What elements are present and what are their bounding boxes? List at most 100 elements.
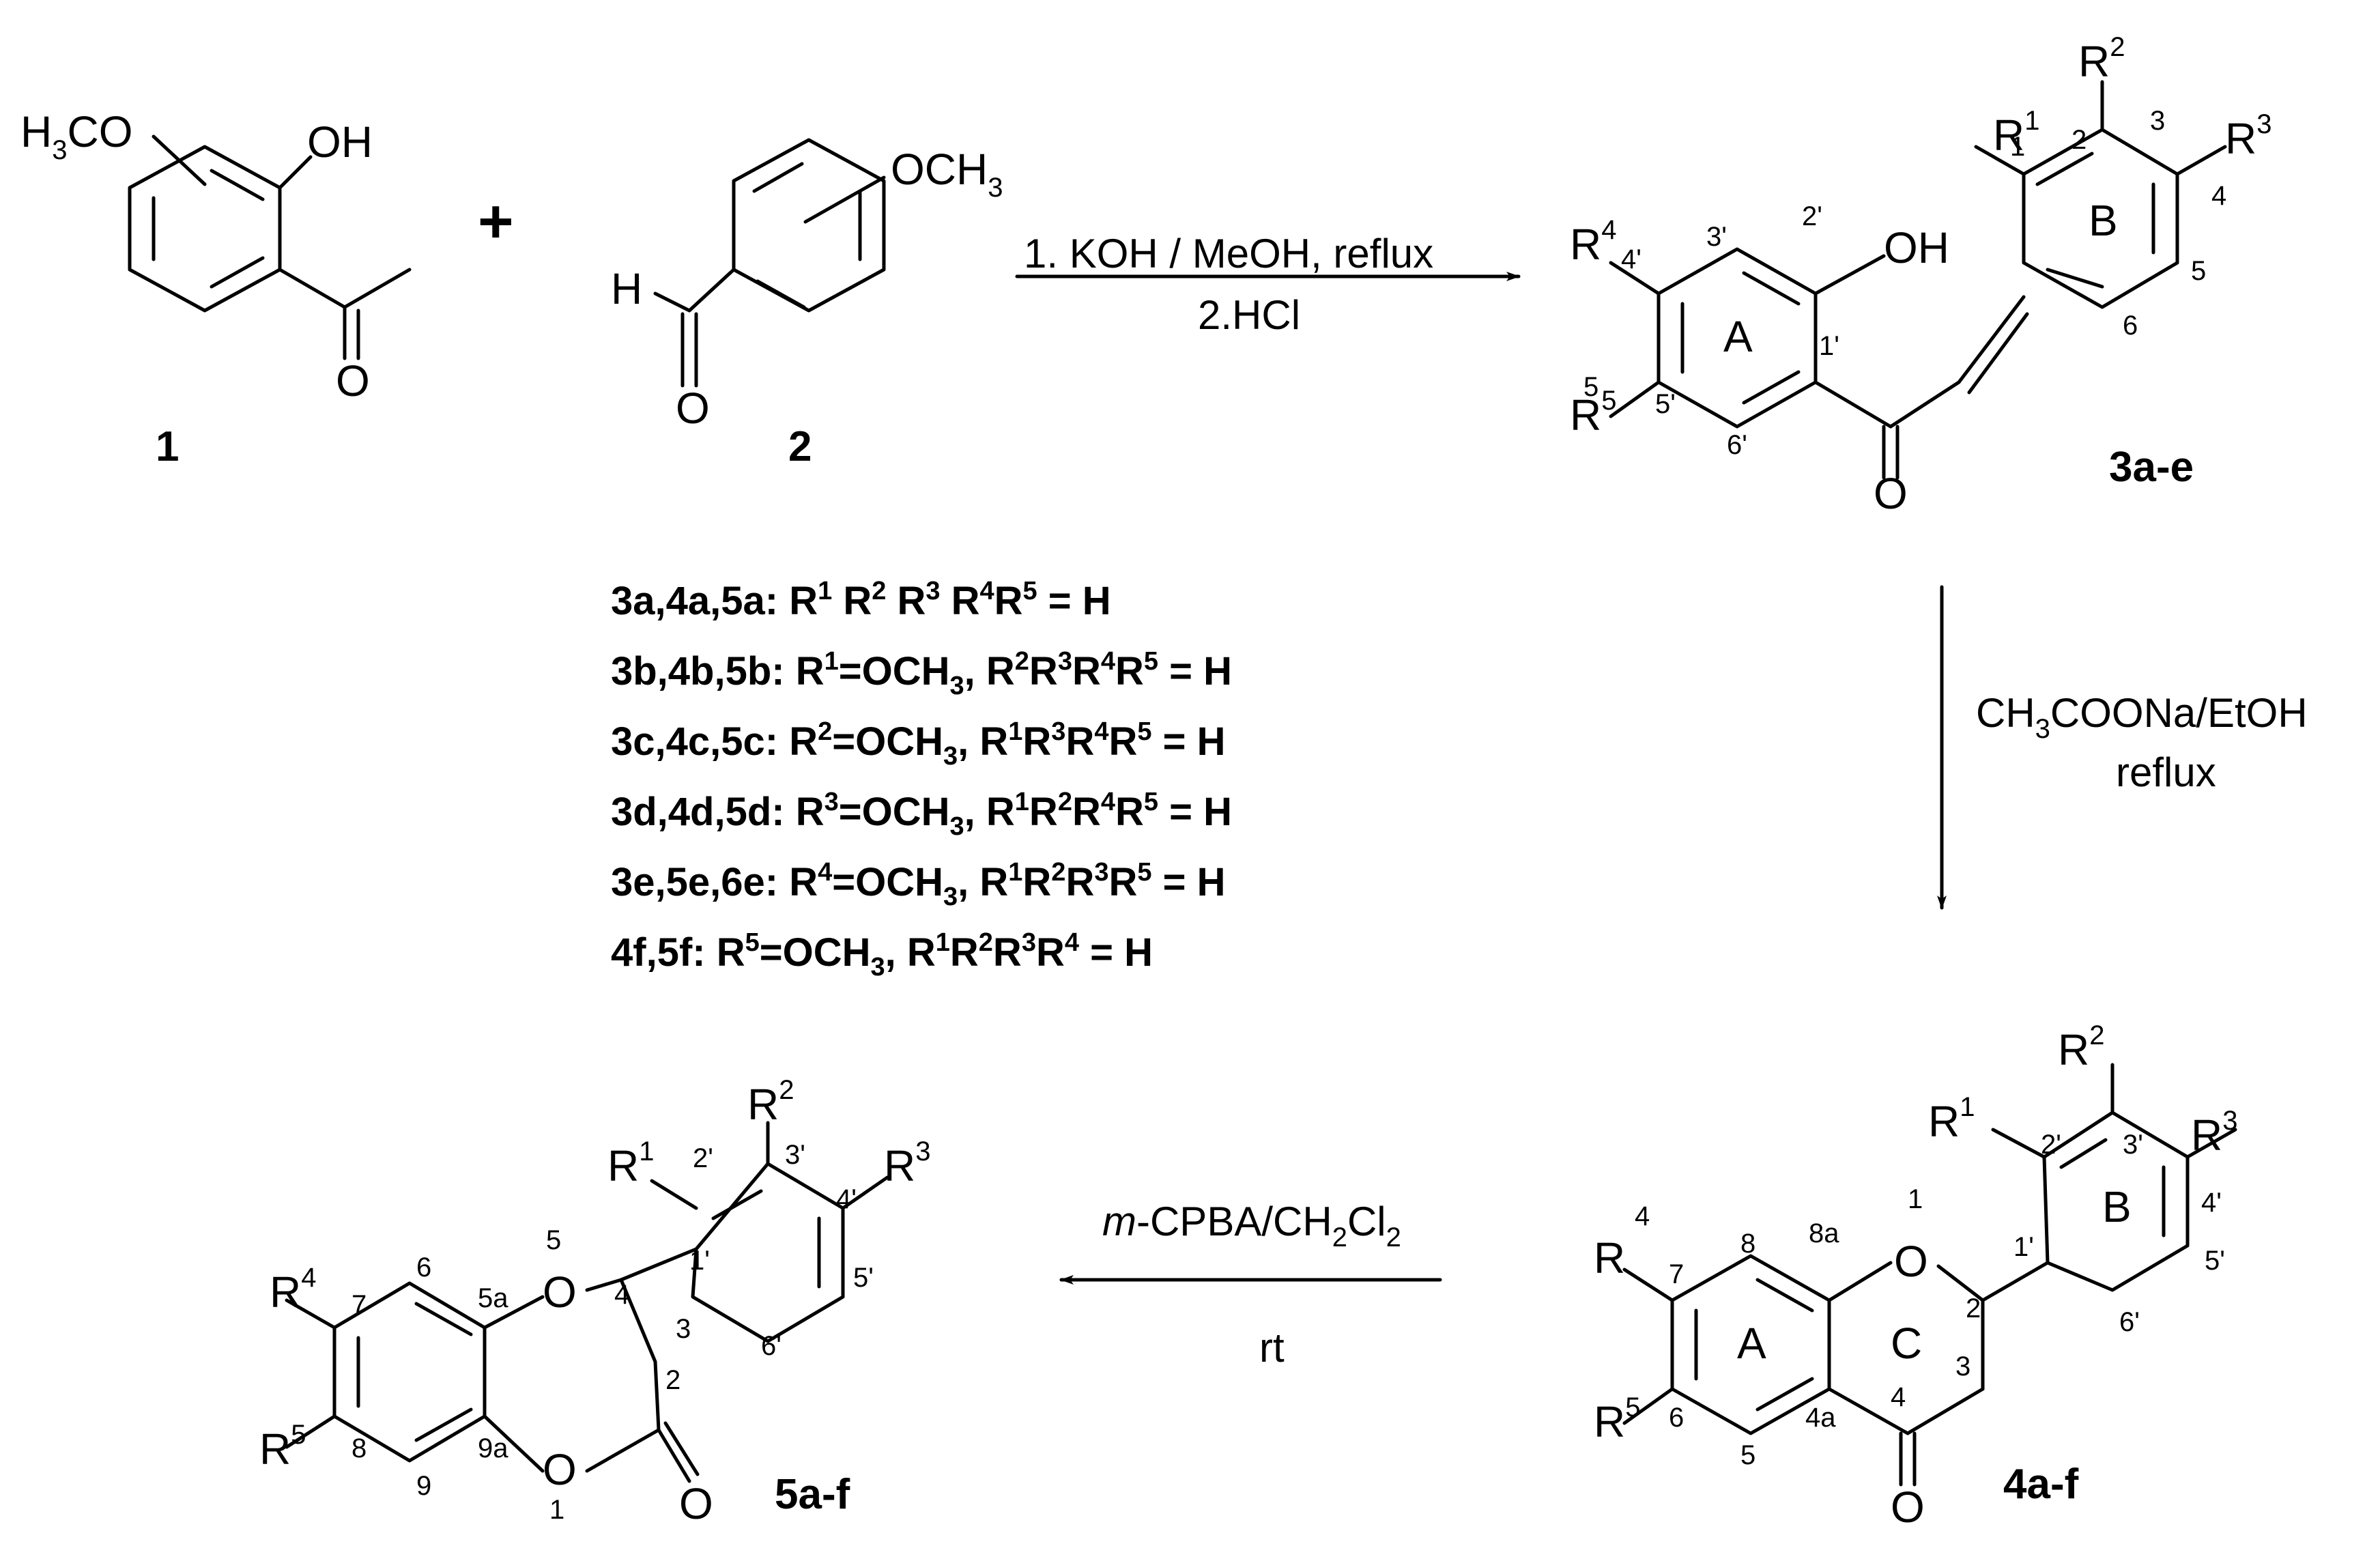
svg-text:3a,4a,5a: R1 R2 R3 R4R5 = H: 3a,4a,5a: R1 R2 R3 R4R5 = H	[611, 577, 1111, 623]
svg-text:2: 2	[1966, 1293, 1981, 1323]
r-label: R	[884, 1141, 915, 1190]
atom-label: H	[20, 107, 52, 156]
svg-text:5': 5'	[853, 1263, 874, 1293]
svg-text:3: 3	[2150, 106, 2165, 136]
svg-text:R5: R5	[1570, 386, 1616, 440]
r-label: R	[1570, 390, 1601, 440]
legend-id: 3c,4c,5c:	[611, 719, 778, 764]
aldehyde-o-label: O	[676, 384, 710, 433]
svg-text:5': 5'	[2205, 1246, 2225, 1276]
svg-text:3': 3'	[785, 1140, 805, 1170]
ring-a-label: A	[1723, 312, 1753, 361]
atom-label: CO	[67, 107, 132, 156]
svg-text:5: 5	[546, 1225, 561, 1255]
hydroxyl-label: OH	[307, 117, 373, 167]
legend-id: 4f,5f:	[611, 930, 706, 975]
svg-text:4: 4	[1891, 1382, 1906, 1412]
reagent-prefix: m	[1102, 1199, 1136, 1244]
svg-text:7: 7	[1669, 1259, 1684, 1289]
ring-a-label: A	[1737, 1319, 1766, 1368]
svg-text:4': 4'	[1621, 244, 1641, 274]
svg-text:6: 6	[416, 1252, 431, 1283]
compound-4-label: 4a-f	[2003, 1461, 2079, 1508]
svg-text:1': 1'	[689, 1246, 710, 1276]
svg-text:9a: 9a	[478, 1433, 508, 1463]
svg-text:4: 4	[2211, 181, 2226, 211]
r-label: R	[2058, 1025, 2089, 1074]
legend-id: 3b,4b,5b:	[611, 649, 785, 693]
svg-text:3d,4d,5d: R3=OCH3, R1R2R4R5 =: 3d,4d,5d: R3=OCH3, R1R2R4R5 = H	[611, 788, 1232, 841]
svg-text:R3: R3	[2225, 109, 2271, 163]
svg-text:3e,5e,6e: R4=OCH3, R1R2R3R5 =: 3e,5e,6e: R4=OCH3, R1R2R3R5 = H	[611, 858, 1226, 911]
svg-text:8: 8	[352, 1433, 367, 1463]
r-label: R	[2225, 114, 2256, 163]
svg-text:3b,4b,5b: R1=OCH3, R2R3R4R5 =: 3b,4b,5b: R1=OCH3, R2R3R4R5 = H	[611, 647, 1232, 700]
svg-text:5: 5	[1740, 1440, 1755, 1470]
r-label: R	[270, 1268, 301, 1317]
svg-text:R1: R1	[607, 1136, 654, 1190]
svg-text:R: R	[1594, 1233, 1625, 1283]
svg-text:4: 4	[614, 1280, 629, 1310]
svg-text:3: 3	[676, 1314, 691, 1344]
methoxy-label: OCH	[891, 145, 988, 194]
carbonyl-o-label: O	[336, 356, 370, 405]
svg-text:R3: R3	[884, 1136, 930, 1190]
svg-text:3': 3'	[2123, 1130, 2143, 1160]
chalcone-o-label: O	[1874, 469, 1908, 518]
svg-text:R1: R1	[1928, 1092, 1975, 1146]
svg-text:4a: 4a	[1805, 1403, 1836, 1433]
ring-c-label: C	[1891, 1319, 1922, 1368]
svg-text:6': 6'	[761, 1331, 782, 1361]
svg-text:R3: R3	[2191, 1106, 2237, 1160]
svg-text:6': 6'	[2119, 1307, 2140, 1337]
svg-text:2': 2'	[1802, 201, 1822, 231]
legend-id: 3e,5e,6e:	[611, 860, 778, 904]
svg-text:5: 5	[1583, 372, 1598, 402]
svg-text:2': 2'	[693, 1143, 713, 1173]
step1-reagent-line1: 1. KOH / MeOH, reflux	[1024, 231, 1433, 276]
svg-text:4f,5f: R5=OCH3, R1R2R3R4 = H: 4f,5f: R5=OCH3, R1R2R3R4 = H	[611, 928, 1153, 982]
step3-reagent-line2: rt	[1259, 1325, 1285, 1371]
svg-text:4: 4	[1635, 1201, 1650, 1231]
ring-b-label: B	[2089, 196, 2118, 245]
chalcone-oh-label: OH	[1884, 223, 1949, 272]
svg-text:CH3COONa/EtOH: CH3COONa/EtOH	[1976, 690, 2308, 744]
svg-text:2: 2	[2071, 125, 2087, 155]
r-label: R	[1928, 1097, 1960, 1146]
svg-text:R4: R4	[1570, 215, 1616, 269]
r-label: R	[259, 1425, 291, 1474]
lactone-o-label: O	[679, 1479, 713, 1528]
ring-o-label: O	[543, 1268, 577, 1317]
svg-text:2': 2'	[2041, 1130, 2061, 1160]
svg-text:R1: R1	[1993, 106, 2039, 160]
step1-reagent-line2: 2.HCl	[1198, 292, 1300, 338]
compound-1-structure: H3CO OH O	[20, 107, 412, 405]
r-label: R	[1993, 111, 2024, 160]
aldehyde-h-label: H	[611, 264, 642, 313]
svg-text:1: 1	[549, 1495, 564, 1525]
svg-text:R2: R2	[747, 1075, 794, 1129]
ring-o-label: O	[1894, 1237, 1928, 1286]
svg-text:3c,4c,5c: R2=OCH3, R1R3R4R5 =: 3c,4c,5c: R2=OCH3, R1R3R4R5 = H	[611, 717, 1226, 771]
svg-text:7: 7	[352, 1290, 367, 1320]
ring-o-label: O	[543, 1445, 577, 1494]
compound-2-label: 2	[788, 423, 812, 470]
svg-text:5': 5'	[1655, 389, 1676, 419]
plus-sign: +	[478, 188, 514, 256]
svg-text:8: 8	[1740, 1229, 1755, 1259]
step2-reagent-line2: reflux	[2116, 749, 2216, 795]
svg-text:R4: R4	[270, 1263, 316, 1317]
svg-text:6: 6	[1669, 1403, 1684, 1433]
r-label: R	[607, 1141, 639, 1190]
svg-text:3: 3	[1955, 1351, 1970, 1382]
svg-text:5: 5	[2191, 256, 2206, 286]
svg-text:1': 1'	[1819, 331, 1839, 361]
svg-text:8a: 8a	[1809, 1218, 1839, 1248]
compound-2-structure: H O OCH3	[611, 138, 1003, 433]
svg-text:R5: R5	[1594, 1392, 1640, 1446]
svg-text:OCH3: OCH3	[891, 145, 1003, 203]
svg-text:R5: R5	[259, 1420, 306, 1474]
